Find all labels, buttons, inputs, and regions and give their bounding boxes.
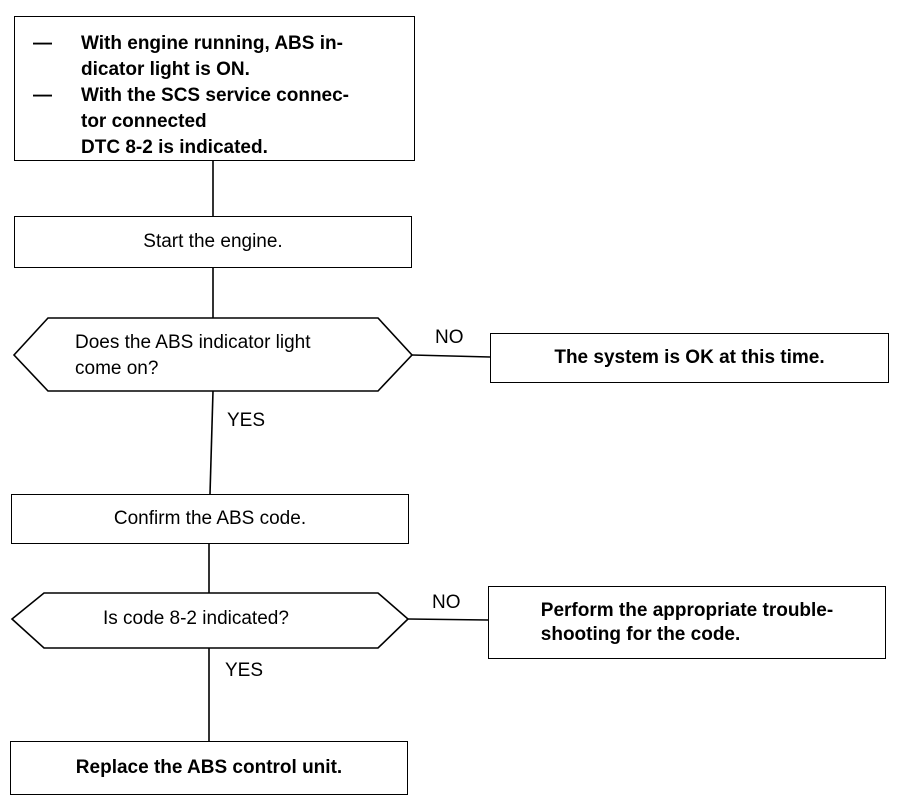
decision-abs-light — [12, 317, 414, 392]
conditions-box: —With engine running, ABS in- dicator li… — [14, 16, 415, 161]
step-system-ok: The system is OK at this time. — [490, 333, 889, 383]
condition-1-line-2: dicator light is ON. — [81, 59, 250, 80]
connector-q1-yes — [209, 390, 214, 495]
step-confirm-code-label: Confirm the ABS code. — [113, 508, 307, 529]
condition-1-line-1: —With engine running, ABS in- — [33, 31, 343, 57]
step-perform-troubleshooting: Perform the appropriate trouble- shootin… — [488, 586, 886, 659]
condition-2-marker: — — [33, 85, 52, 106]
condition-1-marker: — — [33, 33, 52, 54]
connector-q1-no — [411, 354, 491, 358]
dtc-result: DTC 8-2 is indicated. — [81, 137, 268, 158]
branch-q1-no-label: NO — [435, 327, 464, 348]
connector-q2-no — [407, 618, 489, 621]
step-start-engine-label: Start the engine. — [143, 231, 283, 252]
step-start-engine: Start the engine. — [14, 216, 412, 268]
branch-q2-yes-label: YES — [225, 660, 264, 681]
condition-2-line-1: —With the SCS service connec- — [33, 83, 349, 109]
branch-q1-yes-label: YES — [227, 410, 266, 431]
step-replace-unit-label: Replace the ABS control unit. — [75, 757, 343, 778]
branch-q2-no-label: NO — [432, 592, 461, 613]
decision-code-8-2-label: Is code 8-2 indicated? — [103, 608, 289, 629]
condition-2-line-2: tor connected — [81, 111, 207, 132]
decision-abs-light-label: Does the ABS indicator light come on? — [75, 332, 311, 379]
step-perform-troubleshooting-label: Perform the appropriate trouble- shootin… — [540, 599, 834, 645]
step-replace-unit: Replace the ABS control unit. — [10, 741, 408, 795]
step-confirm-code: Confirm the ABS code. — [11, 494, 409, 544]
decision-code-8-2 — [10, 592, 410, 649]
step-system-ok-label: The system is OK at this time. — [554, 347, 825, 368]
